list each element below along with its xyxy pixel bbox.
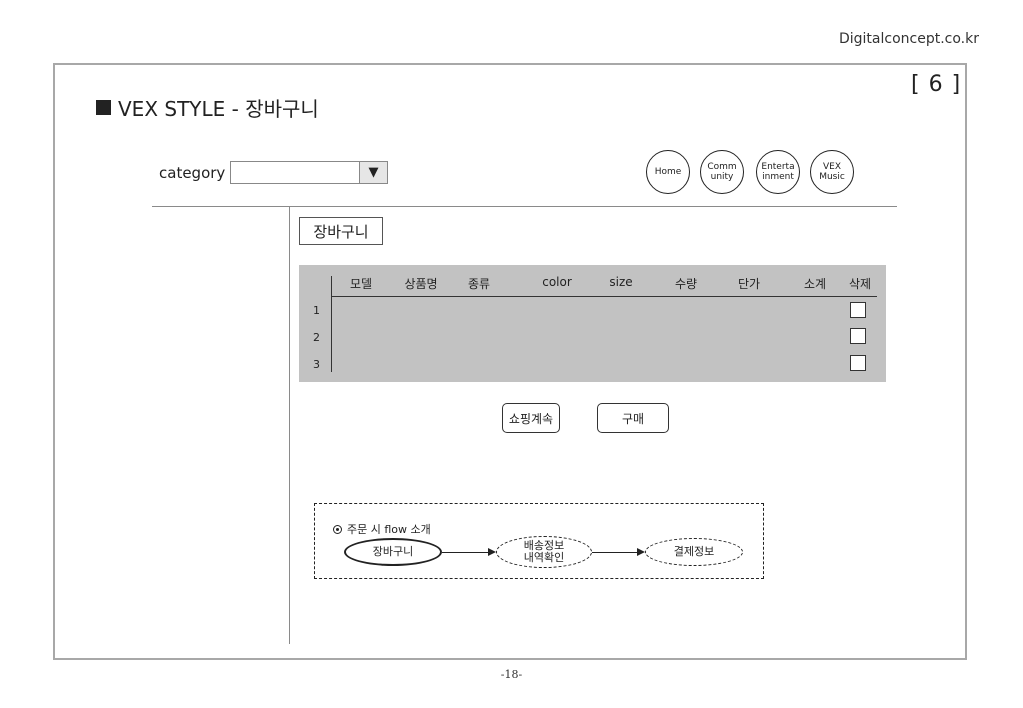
page-title-text: VEX STYLE - 장바구니 [118, 97, 319, 121]
radio-bullet-icon [333, 524, 342, 534]
page-footer: -18- [500, 668, 523, 681]
col-header-quantity: 수량 [674, 277, 698, 291]
square-bullet-icon [96, 100, 111, 115]
flow-step-cart: 장바구니 [344, 538, 442, 566]
category-label: category [159, 164, 226, 182]
cart-table: 모델 상품명 종류 color size 수량 단가 소계 삭제 1 2 3 [299, 265, 886, 382]
page-number: [ 6 ] [911, 72, 962, 97]
page-title: VEX STYLE - 장바구니 [96, 93, 319, 122]
delete-checkbox[interactable] [850, 328, 866, 344]
arrow-right-icon [637, 548, 645, 556]
nav-community-button[interactable]: Comm unity [700, 150, 744, 194]
header-divider [152, 206, 897, 207]
col-header-model: 모델 [349, 277, 373, 291]
table-header-divider [331, 296, 877, 297]
dropdown-arrow-icon[interactable]: ▼ [359, 162, 387, 183]
page-frame [53, 63, 967, 660]
table-row-number: 1 [313, 304, 320, 317]
table-row-number: 2 [313, 331, 320, 344]
cart-tab[interactable]: 장바구니 [299, 217, 383, 245]
col-header-subtotal: 소계 [803, 277, 827, 291]
buy-button[interactable]: 구매 [597, 403, 669, 433]
nav-vex-music-button[interactable]: VEX Music [810, 150, 854, 194]
flow-title: 주문 시 flow 소개 [333, 521, 431, 537]
table-row-number-divider [331, 276, 332, 372]
flow-title-text: 주문 시 flow 소개 [347, 523, 431, 536]
col-header-product-name: 상품명 [404, 277, 438, 291]
site-url: Digitalconcept.co.kr [838, 31, 979, 47]
delete-checkbox[interactable] [850, 355, 866, 371]
sidebar-divider [289, 206, 290, 644]
flow-arrow [592, 552, 637, 553]
col-header-delete: 삭제 [848, 277, 872, 291]
flow-step-shipping: 배송정보 내역확인 [496, 536, 592, 568]
delete-checkbox[interactable] [850, 302, 866, 318]
nav-entertainment-button[interactable]: Enterta inment [756, 150, 800, 194]
arrow-right-icon [488, 548, 496, 556]
nav-home-button[interactable]: Home [646, 150, 690, 194]
col-header-size: size [609, 275, 633, 289]
col-header-unit-price: 단가 [737, 277, 761, 291]
col-header-type: 종류 [467, 277, 491, 291]
col-header-color: color [542, 275, 572, 289]
continue-shopping-button[interactable]: 쇼핑계속 [502, 403, 560, 433]
category-select[interactable]: ▼ [230, 161, 388, 184]
flow-step-payment: 결제정보 [645, 538, 743, 566]
order-flow-box: 주문 시 flow 소개 장바구니 배송정보 내역확인 결제정보 [314, 503, 764, 579]
table-row-number: 3 [313, 358, 320, 371]
flow-arrow [442, 552, 488, 553]
